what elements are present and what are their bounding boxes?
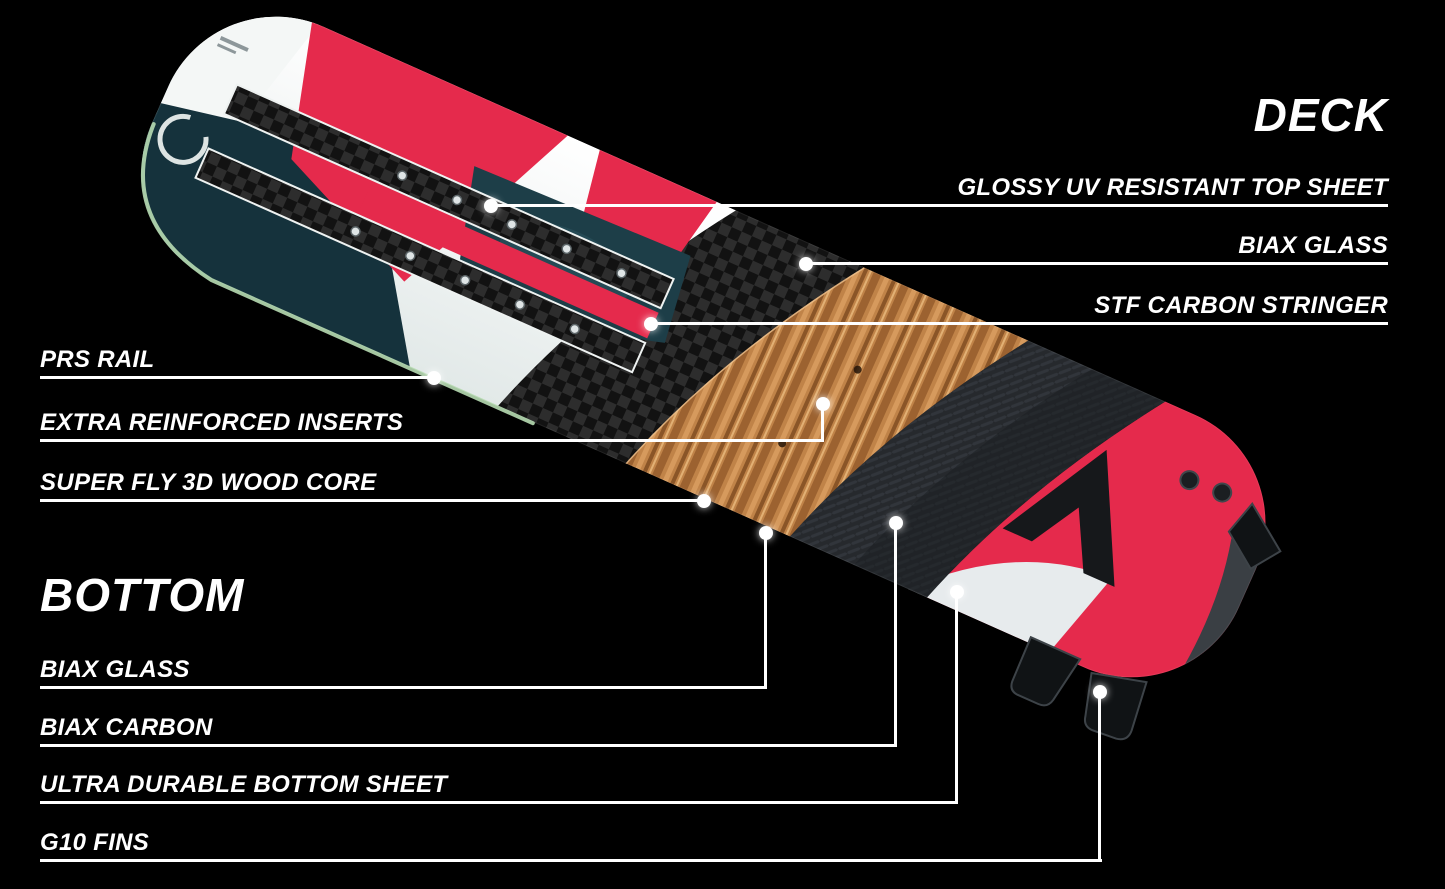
label-biax-glass-bottom: BIAX GLASS [40, 656, 190, 683]
carbon-stringer-stripe-top [222, 83, 675, 310]
leader-vline-biax-glass-bottom [764, 533, 767, 689]
bottom-tip-screws [1179, 470, 1233, 503]
callout-dot-bottom-sheet [950, 585, 964, 599]
fin-lower-left [1010, 635, 1082, 707]
leader-line-biax-glass-bottom [40, 686, 767, 689]
leader-line-glossy-top-sheet [491, 204, 1388, 207]
leader-line-biax-carbon [40, 744, 897, 747]
leader-vline-bottom-sheet [955, 592, 958, 804]
center-red-stripe [359, 184, 659, 339]
leader-line-inserts [40, 439, 823, 442]
topsheet-teal-graphic [103, 73, 410, 368]
tip-logo-text-bars [216, 35, 249, 55]
leader-vline-g10-fins [1098, 692, 1101, 862]
leader-vline-biax-carbon [894, 523, 897, 747]
callout-dot-wood-core [697, 494, 711, 508]
label-stf-carbon-stringer: STF CARBON STRINGER [1094, 292, 1388, 319]
leader-line-prs-rail [40, 376, 434, 379]
topsheet-red-graphic-2 [582, 149, 717, 269]
leader-vline-inserts [821, 404, 824, 442]
label-g10-fins: G10 FINS [40, 829, 150, 856]
label-glossy-uv-top-sheet: GLOSSY UV RESISTANT TOP SHEET [957, 174, 1388, 201]
leader-line-g10-fins [40, 859, 1102, 862]
layer-biax-glass-carbon [497, 210, 864, 464]
fin-upper-right [1227, 502, 1282, 571]
label-ultra-durable-bottom-sheet: ULTRA DURABLE BOTTOM SHEET [40, 771, 448, 798]
callout-dot-stf-carbon-stringer [644, 317, 658, 331]
leader-line-wood-core [40, 499, 704, 502]
callout-dot-biax-glass-bottom [759, 526, 773, 540]
callout-dot-biax-glass-deck [799, 257, 813, 271]
deck-insert-screws [350, 170, 627, 335]
label-super-fly-wood-core: SUPER FLY 3D WOOD CORE [40, 469, 377, 496]
label-extra-reinforced-inserts: EXTRA REINFORCED INSERTS [40, 409, 404, 436]
layer-biax-carbon-shade [853, 368, 1166, 598]
callout-dot-prs-rail [427, 371, 441, 385]
carbon-stringer-stripe-bottom [194, 147, 647, 374]
callout-dot-inserts [816, 397, 830, 411]
leader-line-bottom-sheet [40, 801, 958, 804]
prs-rail-edge [140, 122, 535, 426]
deck-section-heading: DECK [1253, 89, 1388, 141]
callout-dot-g10-fins [1093, 685, 1107, 699]
label-biax-carbon: BIAX CARBON [40, 714, 213, 741]
callout-dot-biax-carbon [889, 516, 903, 530]
leader-line-stf-carbon-stringer [651, 322, 1388, 325]
label-biax-glass-deck: BIAX GLASS [1238, 232, 1388, 259]
bottom-section-heading: BOTTOM [40, 569, 245, 621]
bottom-logo-mark [1002, 449, 1115, 587]
callout-dot-glossy-top-sheet [484, 199, 498, 213]
label-prs-rail: PRS RAIL [40, 346, 155, 373]
leader-line-biax-glass-deck [806, 262, 1388, 265]
layer-bottom-sheet-white [907, 562, 1112, 653]
